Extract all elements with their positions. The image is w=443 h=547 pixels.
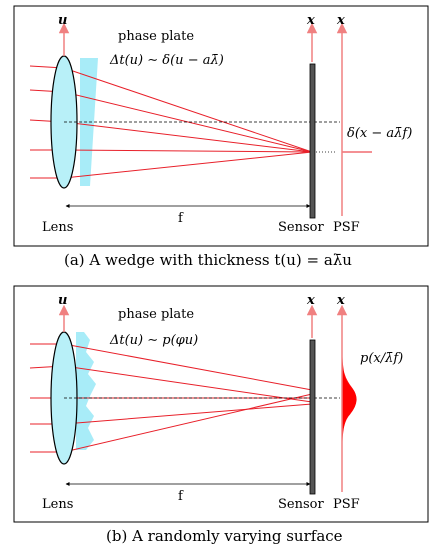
x-axis-label-psf-b: x [336, 293, 345, 308]
sensor-b [309, 339, 316, 495]
panel-a-frame [13, 5, 429, 247]
psf-distribution-b [341, 345, 357, 453]
x-axis-label-sensor-b: x [306, 293, 315, 308]
focal-label-a: f [178, 211, 184, 226]
u-axis-label-b: u [58, 293, 67, 308]
random-phase-plate [76, 332, 96, 450]
phase-equation-b: Δt(u) ∼ p(φu) [109, 333, 198, 348]
caption-b: (b) A randomly varying surface [106, 527, 343, 545]
sensor-label-b: Sensor [278, 497, 324, 512]
focal-label-b: f [178, 489, 184, 504]
panel-b-frame [13, 285, 429, 523]
panel-b: u x x phase plate Δt(u) ∼ p(φu) p(x/λ̄f)… [13, 285, 429, 545]
psf-label-b: PSF [333, 497, 360, 512]
u-axis-label-a: u [58, 13, 67, 28]
panel-a: u x x phase plate Δt(u) ∼ δ(u − aλ̄) δ(x… [13, 5, 429, 269]
lens-label-b: Lens [42, 497, 73, 512]
psf-label-a: PSF [333, 220, 360, 235]
phase-plate-label-b: phase plate [118, 307, 194, 322]
phase-equation-a: Δt(u) ∼ δ(u − aλ̄) [109, 53, 224, 68]
lens-label-a: Lens [42, 220, 73, 235]
phase-plate-label-a: phase plate [118, 29, 194, 44]
sensor-label-a: Sensor [278, 220, 324, 235]
psf-expression-b: p(x/λ̄f) [360, 351, 403, 366]
x-axis-label-psf-a: x [336, 13, 345, 28]
psf-expression-a: δ(x − aλ̄f) [347, 126, 412, 141]
sensor-a [309, 63, 316, 219]
caption-a: (a) A wedge with thickness t(u) = aλ̄u [64, 251, 352, 269]
x-axis-label-sensor-a: x [306, 13, 315, 28]
